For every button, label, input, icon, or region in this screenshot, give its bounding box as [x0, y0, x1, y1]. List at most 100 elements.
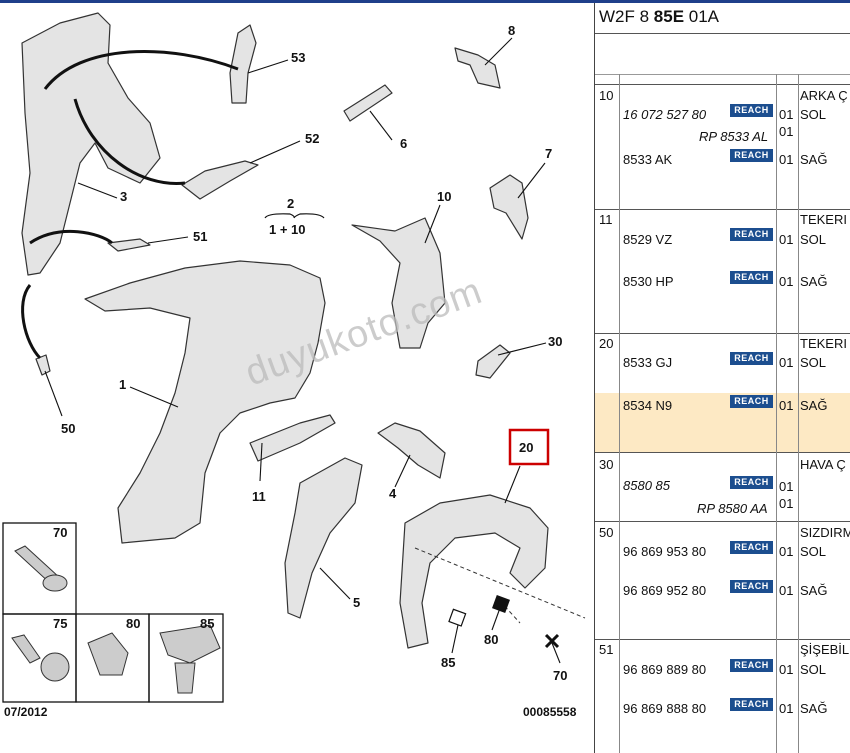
highlighted-row: [595, 393, 850, 452]
qty: 01: [779, 152, 794, 167]
part-ref[interactable]: 96 869 952 80: [623, 583, 707, 598]
parts-catalog-table: W2F 8 85E 01A 10 ARKA Ç 16 072 527 80 RE…: [594, 3, 850, 753]
group-num-11: 11: [599, 212, 613, 227]
group-title-51: ŞİŞEBİL: [800, 642, 850, 657]
qty: 01: [779, 544, 794, 559]
seal-line-50: [21, 284, 42, 360]
box-label-70: 70: [53, 525, 68, 540]
fastener-85-symbol: [448, 608, 467, 627]
liner-part-5: [284, 457, 363, 619]
reach-badge: REACH: [730, 104, 773, 117]
group-title-11: TEKERI: [800, 212, 847, 227]
part-ref[interactable]: 96 869 888 80: [623, 701, 707, 716]
part-ref[interactable]: 8530 HP: [623, 274, 674, 289]
fastener-80-symbol: [492, 595, 510, 613]
group-num-20: 20: [599, 336, 614, 351]
bracket-part-53: [229, 24, 257, 104]
reach-badge: REACH: [730, 228, 773, 241]
callout-20[interactable]: 20: [519, 440, 534, 455]
callout-1[interactable]: 1: [119, 377, 127, 392]
part-ref[interactable]: 16 072 527 80: [623, 107, 707, 122]
group-title-50: SIZDIRM: [800, 525, 850, 540]
part-ref[interactable]: RP 8533 AL: [699, 129, 769, 144]
catalog-header: W2F 8 85E 01A: [599, 7, 720, 26]
callout-10[interactable]: 10: [437, 189, 452, 204]
part-ref[interactable]: 96 869 889 80: [623, 662, 707, 677]
exploded-view-drawing: [2, 12, 586, 703]
qty: 01: [779, 355, 794, 370]
qty: 01: [779, 398, 794, 413]
qty: 01: [779, 124, 794, 139]
box-label-80: 80: [126, 616, 141, 631]
side: SOL: [800, 355, 827, 370]
callout-85[interactable]: 85: [441, 655, 456, 670]
seal-line-52: [73, 98, 186, 185]
side: SAĞ: [800, 152, 828, 167]
callout-51[interactable]: 51: [193, 229, 208, 244]
group-num-50: 50: [599, 525, 614, 540]
seal-line-51: [29, 229, 113, 245]
callout-8[interactable]: 8: [508, 23, 516, 38]
bracket-part-8: [454, 47, 501, 89]
part-ref[interactable]: 8534 N9: [623, 398, 673, 413]
part-ref[interactable]: RP 8580 AA: [697, 501, 768, 516]
support-part-10: [351, 217, 446, 349]
bracket-2: [264, 213, 325, 219]
callout-5[interactable]: 5: [353, 595, 361, 610]
callout-1-plus-10[interactable]: 1 + 10: [269, 222, 306, 237]
qty: 01: [779, 701, 794, 716]
callout-70-main[interactable]: 70: [553, 668, 568, 683]
side: SOL: [800, 232, 827, 247]
part-ref[interactable]: 96 869 953 80: [623, 544, 707, 559]
reach-badge: REACH: [730, 395, 773, 408]
callout-3[interactable]: 3: [120, 189, 128, 204]
group-num-30: 30: [599, 457, 614, 472]
side: SAĞ: [800, 701, 828, 716]
group-num-51: 51: [599, 642, 614, 657]
callout-6[interactable]: 6: [400, 136, 408, 151]
qty: 01: [779, 232, 794, 247]
reach-badge: REACH: [730, 476, 773, 489]
callout-2[interactable]: 2: [287, 196, 295, 211]
strip-part-6: [343, 84, 393, 122]
callout-4[interactable]: 4: [389, 486, 397, 501]
vent-part-30: [475, 344, 511, 379]
strip-part-51: [107, 238, 151, 252]
quarter-panel-part-1: [84, 260, 326, 544]
seal-line-53: [43, 50, 239, 90]
stud-75: [11, 634, 41, 664]
part-ref[interactable]: 8533 GJ: [623, 355, 673, 370]
liner-part-11: [249, 414, 336, 462]
diagram-ref: 00085558: [523, 705, 577, 719]
callout-80[interactable]: 80: [484, 632, 499, 647]
trim-part-52: [181, 160, 259, 200]
qty: 01: [779, 274, 794, 289]
top-border: [0, 0, 850, 3]
part-ref[interactable]: 8529 VZ: [623, 232, 673, 247]
side: SAĞ: [800, 583, 828, 598]
callout-30[interactable]: 30: [548, 334, 563, 349]
callout-53[interactable]: 53: [291, 50, 306, 65]
reach-badge: REACH: [730, 580, 773, 593]
group-num-10: 10: [599, 88, 614, 103]
parts-diagram: duyukoto.com 53 8 52 6 7 3 2 1 + 10 10 5…: [0, 3, 594, 753]
box-label-85: 85: [200, 616, 215, 631]
callout-50[interactable]: 50: [61, 421, 76, 436]
group-title-10: ARKA Ç: [800, 88, 848, 103]
callout-7[interactable]: 7: [545, 146, 553, 161]
clip-80: [87, 632, 129, 676]
part-ref[interactable]: 8580 85: [623, 478, 670, 493]
callout-11[interactable]: 11: [252, 489, 266, 504]
fastener-box-85: [148, 613, 224, 703]
reach-badge: REACH: [730, 541, 773, 554]
box-label-75: 75: [53, 616, 68, 631]
fastener-70-symbol: [544, 633, 560, 649]
reach-badge: REACH: [730, 352, 773, 365]
side: SOL: [800, 662, 827, 677]
clip-85: [159, 624, 221, 664]
reach-badge: REACH: [730, 149, 773, 162]
group-title-30: HAVA Ç: [800, 457, 846, 472]
part-ref[interactable]: 8533 AK: [623, 152, 673, 167]
qty: 01: [779, 496, 794, 511]
callout-52[interactable]: 52: [305, 131, 320, 146]
